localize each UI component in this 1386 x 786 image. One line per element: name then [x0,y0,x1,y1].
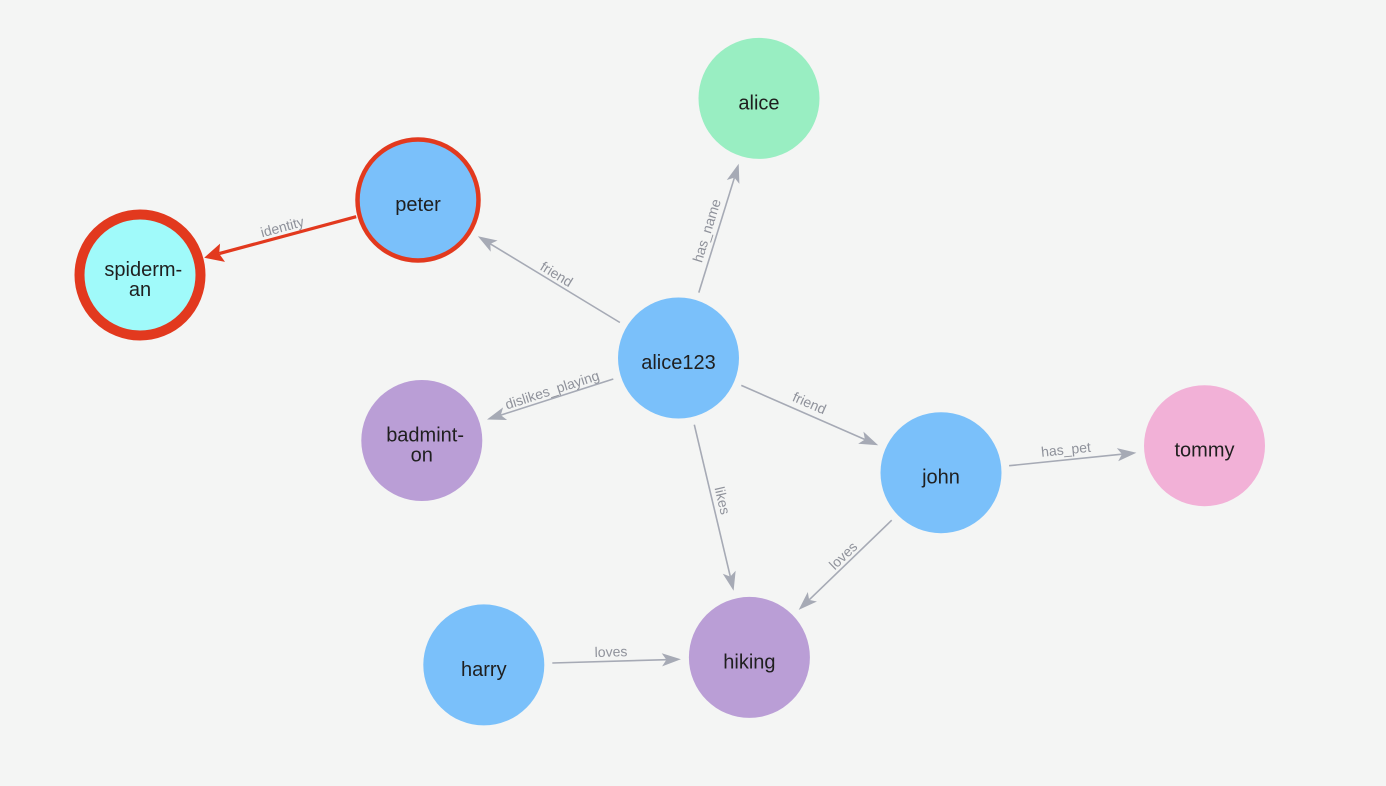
svg-text:loves: loves [594,643,627,660]
svg-text:harry: harry [461,659,507,681]
svg-text:john: john [921,467,960,489]
svg-text:badmint-: badmint- [386,425,464,447]
svg-text:on: on [411,445,433,467]
svg-text:peter: peter [395,194,441,216]
svg-text:alice123: alice123 [641,352,716,374]
svg-text:an: an [129,279,151,301]
svg-text:alice: alice [738,92,779,114]
svg-text:likes: likes [712,485,734,516]
svg-text:hiking: hiking [723,651,775,673]
svg-text:tommy: tommy [1175,440,1235,462]
svg-text:spiderm-: spiderm- [104,259,182,281]
svg-text:has_pet: has_pet [1040,439,1091,460]
